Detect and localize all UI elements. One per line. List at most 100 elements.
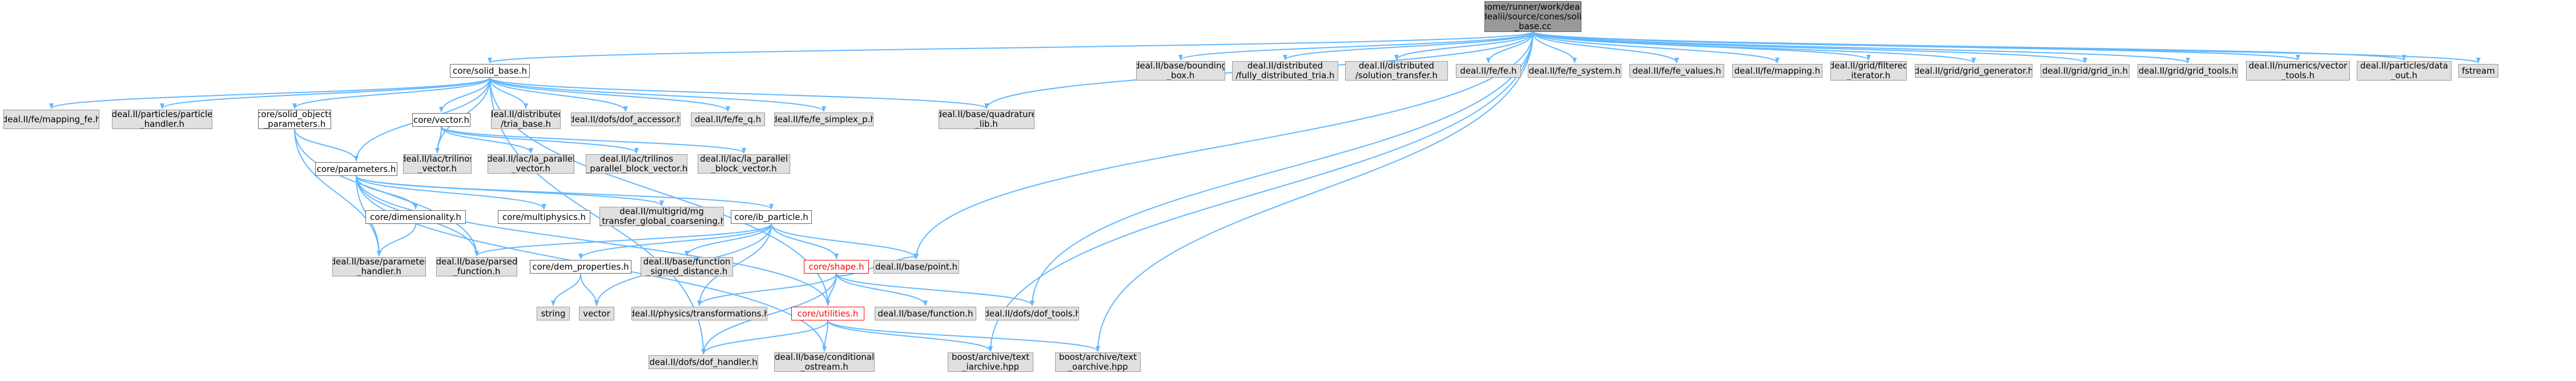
node-core-ib-particle-h[interactable]: core/ib_particle.h bbox=[731, 210, 812, 224]
edge-dimensionality-to-parameter_handler bbox=[377, 223, 416, 256]
edge-ib_particle-to-parsed_function bbox=[474, 223, 772, 256]
node-filtered-iterator[interactable]: deal.II/grid/filtered _iterator.h bbox=[1830, 61, 1907, 81]
edge-vector_h-to-trilinos_parallel_block_vector bbox=[441, 126, 639, 154]
node-core-dem-properties-h[interactable]: core/dem_properties.h bbox=[530, 260, 631, 274]
edge-solid_base-to-dof_accessor bbox=[489, 77, 628, 112]
edge-root-to-fully_distributed_tria bbox=[1283, 31, 1533, 61]
node-grid-in[interactable]: deal.II/grid/grid_in.h bbox=[2040, 64, 2130, 78]
edge-shape-to-dof_handler bbox=[701, 273, 837, 355]
edge-solid_base-to-vector_h bbox=[439, 77, 490, 113]
edge-solid_base-to-particle_handler bbox=[160, 77, 490, 109]
edge-root-to-fe_system bbox=[1532, 31, 1577, 63]
edge-solid_base-to-quadrature_lib bbox=[489, 77, 989, 109]
edge-parameters-to-ib_particle bbox=[356, 175, 774, 210]
node-dof-handler[interactable]: deal.II/dofs/dof_handler.h bbox=[649, 355, 758, 369]
node-trilinos-parallel-block-vector[interactable]: deal.II/lac/trilinos _parallel_block_vec… bbox=[586, 154, 687, 174]
edge-ib_particle-to-shape bbox=[771, 223, 839, 259]
node-function-signed-distance[interactable]: deal.II/base/function _signed_distance.h bbox=[641, 257, 733, 276]
edge-ib_particle-to-function_signed_distance bbox=[685, 223, 772, 256]
edge-root-to-text_iarchive bbox=[988, 31, 1533, 352]
node-solid-objects-parameters[interactable]: core/solid_objects _parameters.h bbox=[258, 110, 331, 129]
node-solution-transfer[interactable]: deal.II/distributed /solution_transfer.h bbox=[1345, 61, 1448, 81]
node-trilinos-vector[interactable]: deal.II/lac/trilinos _vector.h bbox=[403, 154, 472, 174]
edge-utilities-to-text_iarchive bbox=[827, 320, 993, 352]
edge-solid_base-to-tria_base bbox=[489, 77, 528, 109]
node-parameter-handler[interactable]: deal.II/base/parameter _handler.h bbox=[332, 257, 426, 276]
node-la-parallel-block-vector[interactable]: deal.II/lac/la_parallel _block_vector.h bbox=[698, 154, 790, 174]
node-core-multiphysics-h[interactable]: core/multiphysics.h bbox=[498, 210, 590, 224]
node-fe-values[interactable]: deal.II/fe/fe_values.h bbox=[1629, 64, 1724, 78]
node-root-solid-base-cc[interactable]: /home/runner/work/dealii /dealii/source/… bbox=[1484, 1, 1581, 32]
edge-parameters-to-dimensionality bbox=[356, 175, 418, 210]
node-mapping-fe[interactable]: deal.II/fe/mapping_fe.h bbox=[3, 110, 99, 129]
edge-root-to-dof_tools bbox=[1030, 31, 1533, 306]
edge-ib_particle-to-point bbox=[771, 223, 919, 259]
edge-root-to-solution_transfer bbox=[1394, 31, 1533, 61]
node-base-function[interactable]: deal.II/base/function.h bbox=[875, 307, 976, 320]
edge-solid_base-to-fe_q bbox=[489, 77, 730, 112]
node-particles-data-out[interactable]: deal.II/particles/data _out.h bbox=[2357, 61, 2452, 81]
node-grid-tools[interactable]: deal.II/grid/grid_tools.h bbox=[2138, 64, 2238, 78]
edge-vector_h-to-la_parallel_vector bbox=[441, 126, 533, 154]
edge-solid_base-to-fe_simplex_p bbox=[489, 77, 826, 112]
node-vector[interactable]: vector bbox=[579, 307, 614, 320]
node-la-parallel-vector[interactable]: deal.II/lac/la_parallel _vector.h bbox=[488, 154, 574, 174]
node-fstream[interactable]: fstream bbox=[2458, 64, 2498, 78]
edge-root-to-fe bbox=[1486, 31, 1533, 63]
edge-root-to-bounding_box bbox=[1178, 31, 1533, 61]
edge-root-to-fe_values bbox=[1532, 31, 1679, 63]
edge-dem_properties-to-vector bbox=[580, 273, 599, 306]
node-grid-generator[interactable]: deal.II/grid/grid_generator.h bbox=[1915, 64, 2032, 78]
node-fully-distributed-tria[interactable]: deal.II/distributed /fully_distributed_t… bbox=[1232, 61, 1338, 81]
edge-shape-to-dof_tools bbox=[836, 273, 1035, 306]
edge-dem_properties-to-string bbox=[551, 273, 581, 306]
edge-vector_h-to-trilinos_vector bbox=[435, 126, 442, 154]
node-fe-q[interactable]: deal.II/fe/fe_q.h bbox=[691, 113, 765, 126]
node-base-point[interactable]: deal.II/base/point.h bbox=[874, 260, 959, 274]
edge-utilities-to-text_oarchive bbox=[827, 320, 1100, 352]
node-boost-text-oarchive[interactable]: boost/archive/text _oarchive.hpp bbox=[1055, 352, 1141, 372]
edge-solid_base-to-mapping_fe bbox=[49, 77, 490, 109]
node-fe[interactable]: deal.II/fe/fe.h bbox=[1456, 64, 1521, 78]
node-core-dimensionality-h[interactable]: core/dimensionality.h bbox=[365, 210, 466, 224]
edge-solid_base-to-dof_handler bbox=[489, 77, 706, 355]
edge-ib_particle-to-transformations bbox=[697, 223, 772, 306]
edge-root-to-text_oarchive bbox=[1096, 31, 1533, 352]
node-core-shape-h[interactable]: core/shape.h bbox=[804, 260, 869, 274]
node-bounding-box[interactable]: deal.II/base/bounding _box.h bbox=[1136, 61, 1225, 81]
edge-solid_objects_parameters-to-parameter_handler bbox=[294, 129, 381, 256]
edge-root-to-solid_base bbox=[488, 31, 1533, 63]
node-core-vector-h[interactable]: core/vector.h bbox=[412, 113, 470, 127]
node-parsed-function[interactable]: deal.II/base/parsed _function.h bbox=[436, 257, 517, 276]
edge-utilities-to-conditional_ostream bbox=[822, 320, 828, 352]
node-mapping[interactable]: deal.II/fe/mapping.h bbox=[1732, 64, 1822, 78]
edge-shape-to-transformations bbox=[697, 273, 837, 306]
node-dof-tools[interactable]: deal.II/dofs/dof_tools.h bbox=[985, 307, 1079, 320]
edge-solid_objects_parameters-to-parameters bbox=[294, 129, 359, 162]
edge-root-to-mapping bbox=[1532, 31, 1780, 63]
edge-root-to-fstream bbox=[1532, 31, 2481, 63]
node-fe-simplex-p[interactable]: deal.II/fe/fe_simplex_p.h bbox=[774, 113, 874, 126]
edge-root-to-grid_tools bbox=[1532, 31, 2190, 63]
edge-shape-to-function bbox=[836, 273, 928, 306]
node-core-utilities-h[interactable]: core/utilities.h bbox=[791, 307, 864, 320]
edge-vector_h-to-la_parallel_block_vector bbox=[441, 126, 746, 154]
node-tria-base[interactable]: deal.II/distributed /tria_base.h bbox=[491, 110, 561, 129]
edge-parameters-to-utilities bbox=[356, 175, 830, 306]
node-quadrature-lib[interactable]: deal.II/base/quadrature _lib.h bbox=[939, 110, 1035, 129]
node-vector-tools[interactable]: deal.II/numerics/vector _tools.h bbox=[2246, 61, 2350, 81]
node-particle-handler[interactable]: deal.II/particles/particle _handler.h bbox=[112, 110, 212, 129]
node-mg-transfer-global-coarsening[interactable]: deal.II/multigrid/mg _transfer_global_co… bbox=[599, 207, 724, 226]
node-string[interactable]: string bbox=[537, 307, 570, 320]
node-conditional-ostream[interactable]: deal.II/base/conditional _ostream.h bbox=[774, 352, 875, 372]
node-dof-accessor[interactable]: deal.II/dofs/dof_accessor.h bbox=[571, 113, 681, 126]
edge-parameters-to-multiphysics bbox=[356, 175, 546, 210]
node-core-solid-base-h[interactable]: core/solid_base.h bbox=[450, 64, 530, 78]
edge-utilities-to-dof_handler bbox=[701, 320, 828, 355]
node-fe-system[interactable]: deal.II/fe/fe_system.h bbox=[1528, 64, 1621, 78]
node-boost-text-iarchive[interactable]: boost/archive/text _iarchive.hpp bbox=[948, 352, 1033, 372]
node-physics-transformations[interactable]: deal.II/physics/transformations.h bbox=[631, 307, 767, 320]
node-core-parameters-h[interactable]: core/parameters.h bbox=[315, 162, 397, 176]
edge-solid_base-to-solid_objects_parameters bbox=[292, 77, 490, 109]
